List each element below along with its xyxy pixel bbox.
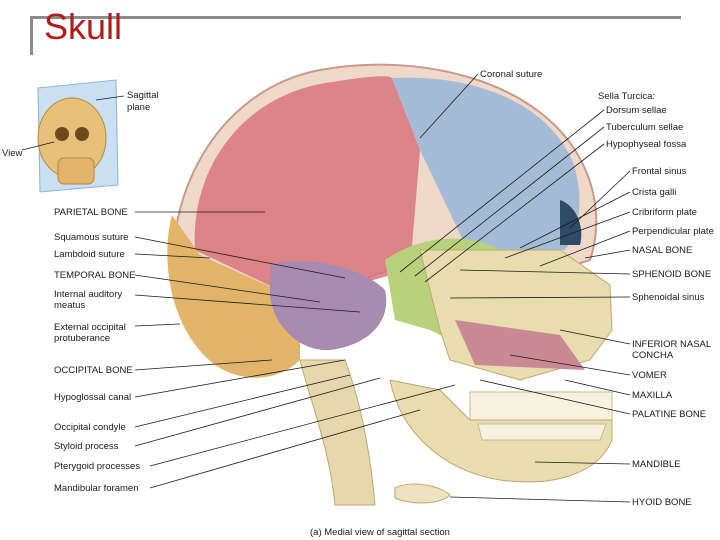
leader-squamous-suture	[134, 236, 346, 279]
label-inferior-nasal-concha-1: INFERIOR NASAL	[632, 339, 711, 350]
label-internal-auditory-meatus-1: Internal auditory	[54, 289, 122, 300]
label-inferior-nasal-concha-2: CONCHA	[632, 350, 674, 361]
leader-vomer	[509, 354, 631, 376]
lower-teeth	[477, 423, 607, 441]
temporal-region	[270, 261, 387, 351]
label-hyoid-bone: HYOID BONE	[632, 497, 692, 508]
label-sella-turcica: Sella Turcica:	[598, 91, 655, 102]
label-tuberculum-sellae: Tuberculum sellae	[606, 122, 683, 133]
title-bracket	[30, 16, 681, 55]
leader-sphenoidal-sinus	[449, 296, 631, 299]
leader-frontal-sinus	[569, 170, 631, 229]
label-mandibular-foramen: Mandibular foramen	[54, 483, 139, 494]
leader-hyoid-bone	[449, 496, 631, 503]
label-sagittal: Sagittal	[127, 90, 159, 101]
label-pterygoid-processes: Pterygoid processes	[54, 461, 140, 472]
label-parietal-bone: PARIETAL BONE	[54, 207, 128, 218]
right-labels: Coronal suture Sella Turcica: Dorsum sel…	[399, 69, 714, 508]
inset-figure	[21, 79, 125, 193]
label-coronal-suture: Coronal suture	[480, 69, 542, 80]
skull-section	[167, 63, 613, 506]
label-maxilla: MAXILLA	[632, 390, 673, 401]
leader-palatine-bone	[479, 379, 631, 415]
label-internal-auditory-meatus-2: meatus	[54, 300, 85, 311]
leader-inferior-nasal-concha	[559, 329, 631, 345]
leader-sphenoid-bone	[459, 269, 631, 275]
hyoid	[394, 483, 451, 504]
label-crista-galli: Crista galli	[632, 187, 676, 198]
left-labels: PARIETAL BONE Squamous suture Lambdoid s…	[54, 207, 456, 494]
label-vomer: VOMER	[632, 370, 667, 381]
leader-styloid-process	[134, 377, 381, 447]
leader-pterygoid-processes	[149, 384, 456, 467]
cervical-spine	[299, 359, 376, 506]
label-squamous-suture: Squamous suture	[54, 232, 128, 243]
figure-caption: (a) Medial view of sagittal section	[310, 527, 450, 538]
label-occipital-condyle: Occipital condyle	[54, 422, 126, 433]
leader-hypophyseal-fossa	[424, 143, 605, 283]
label-plane: plane	[127, 102, 150, 113]
label-external-occipital-protuberance-1: External occipital	[54, 322, 126, 333]
label-temporal-bone: TEMPORAL BONE	[54, 270, 135, 281]
label-sphenoidal-sinus: Sphenoidal sinus	[632, 292, 705, 303]
leader-tuberculum-sellae	[414, 126, 605, 277]
leader-coronal-suture	[419, 73, 479, 139]
leader-cribriform-plate	[504, 211, 631, 259]
label-hypophyseal-fossa: Hypophyseal fossa	[606, 139, 687, 150]
leader-lambdoid-suture	[134, 253, 211, 259]
label-styloid-process: Styloid process	[54, 441, 119, 452]
upper-teeth	[469, 391, 613, 421]
leader-nasal-bone	[584, 249, 631, 259]
label-nasal-bone: NASAL BONE	[632, 245, 692, 256]
occipital-region	[167, 215, 300, 378]
inset-jaw	[57, 157, 95, 185]
label-perpendicular-plate: Perpendicular plate	[632, 226, 714, 237]
label-mandible: MANDIBLE	[632, 459, 681, 470]
label-palatine-bone: PALATINE BONE	[632, 409, 706, 420]
label-dorsum-sellae: Dorsum sellae	[606, 105, 667, 116]
leader-perpendicular-plate	[539, 230, 631, 267]
leader-internal-auditory-meatus	[134, 294, 361, 313]
leader-occipital-condyle	[134, 374, 351, 428]
label-occipital-bone: OCCIPITAL BONE	[54, 365, 133, 376]
plane-leader	[95, 95, 125, 101]
inset-eye-right	[75, 127, 89, 141]
label-hypoglossal-canal: Hypoglossal canal	[54, 392, 131, 403]
inset-eye-left	[55, 127, 69, 141]
leader-external-occipital-protuberance	[134, 323, 181, 327]
label-lambdoid-suture: Lambdoid suture	[54, 249, 125, 260]
label-frontal-sinus: Frontal sinus	[632, 166, 687, 177]
frontal-region	[392, 77, 580, 255]
leader-dorsum-sellae	[399, 109, 605, 273]
leader-mandible	[534, 461, 631, 465]
view-arrow	[21, 141, 55, 151]
label-cribriform-plate: Cribriform plate	[632, 207, 697, 218]
label-view: View	[2, 148, 23, 159]
leader-temporal-bone	[134, 274, 321, 303]
label-sphenoid-bone: SPHENOID BONE	[632, 269, 711, 280]
leader-occipital-bone	[134, 359, 273, 371]
parietal-region	[194, 76, 420, 300]
slide-title: Skull	[44, 6, 123, 47]
vomer-region	[455, 320, 585, 370]
leader-mandibular-foramen	[149, 409, 421, 489]
leader-hypoglossal-canal	[134, 359, 346, 398]
label-external-occipital-protuberance-2: protuberance	[54, 333, 110, 344]
leader-crista-galli	[519, 191, 631, 249]
leader-maxilla	[564, 379, 631, 396]
